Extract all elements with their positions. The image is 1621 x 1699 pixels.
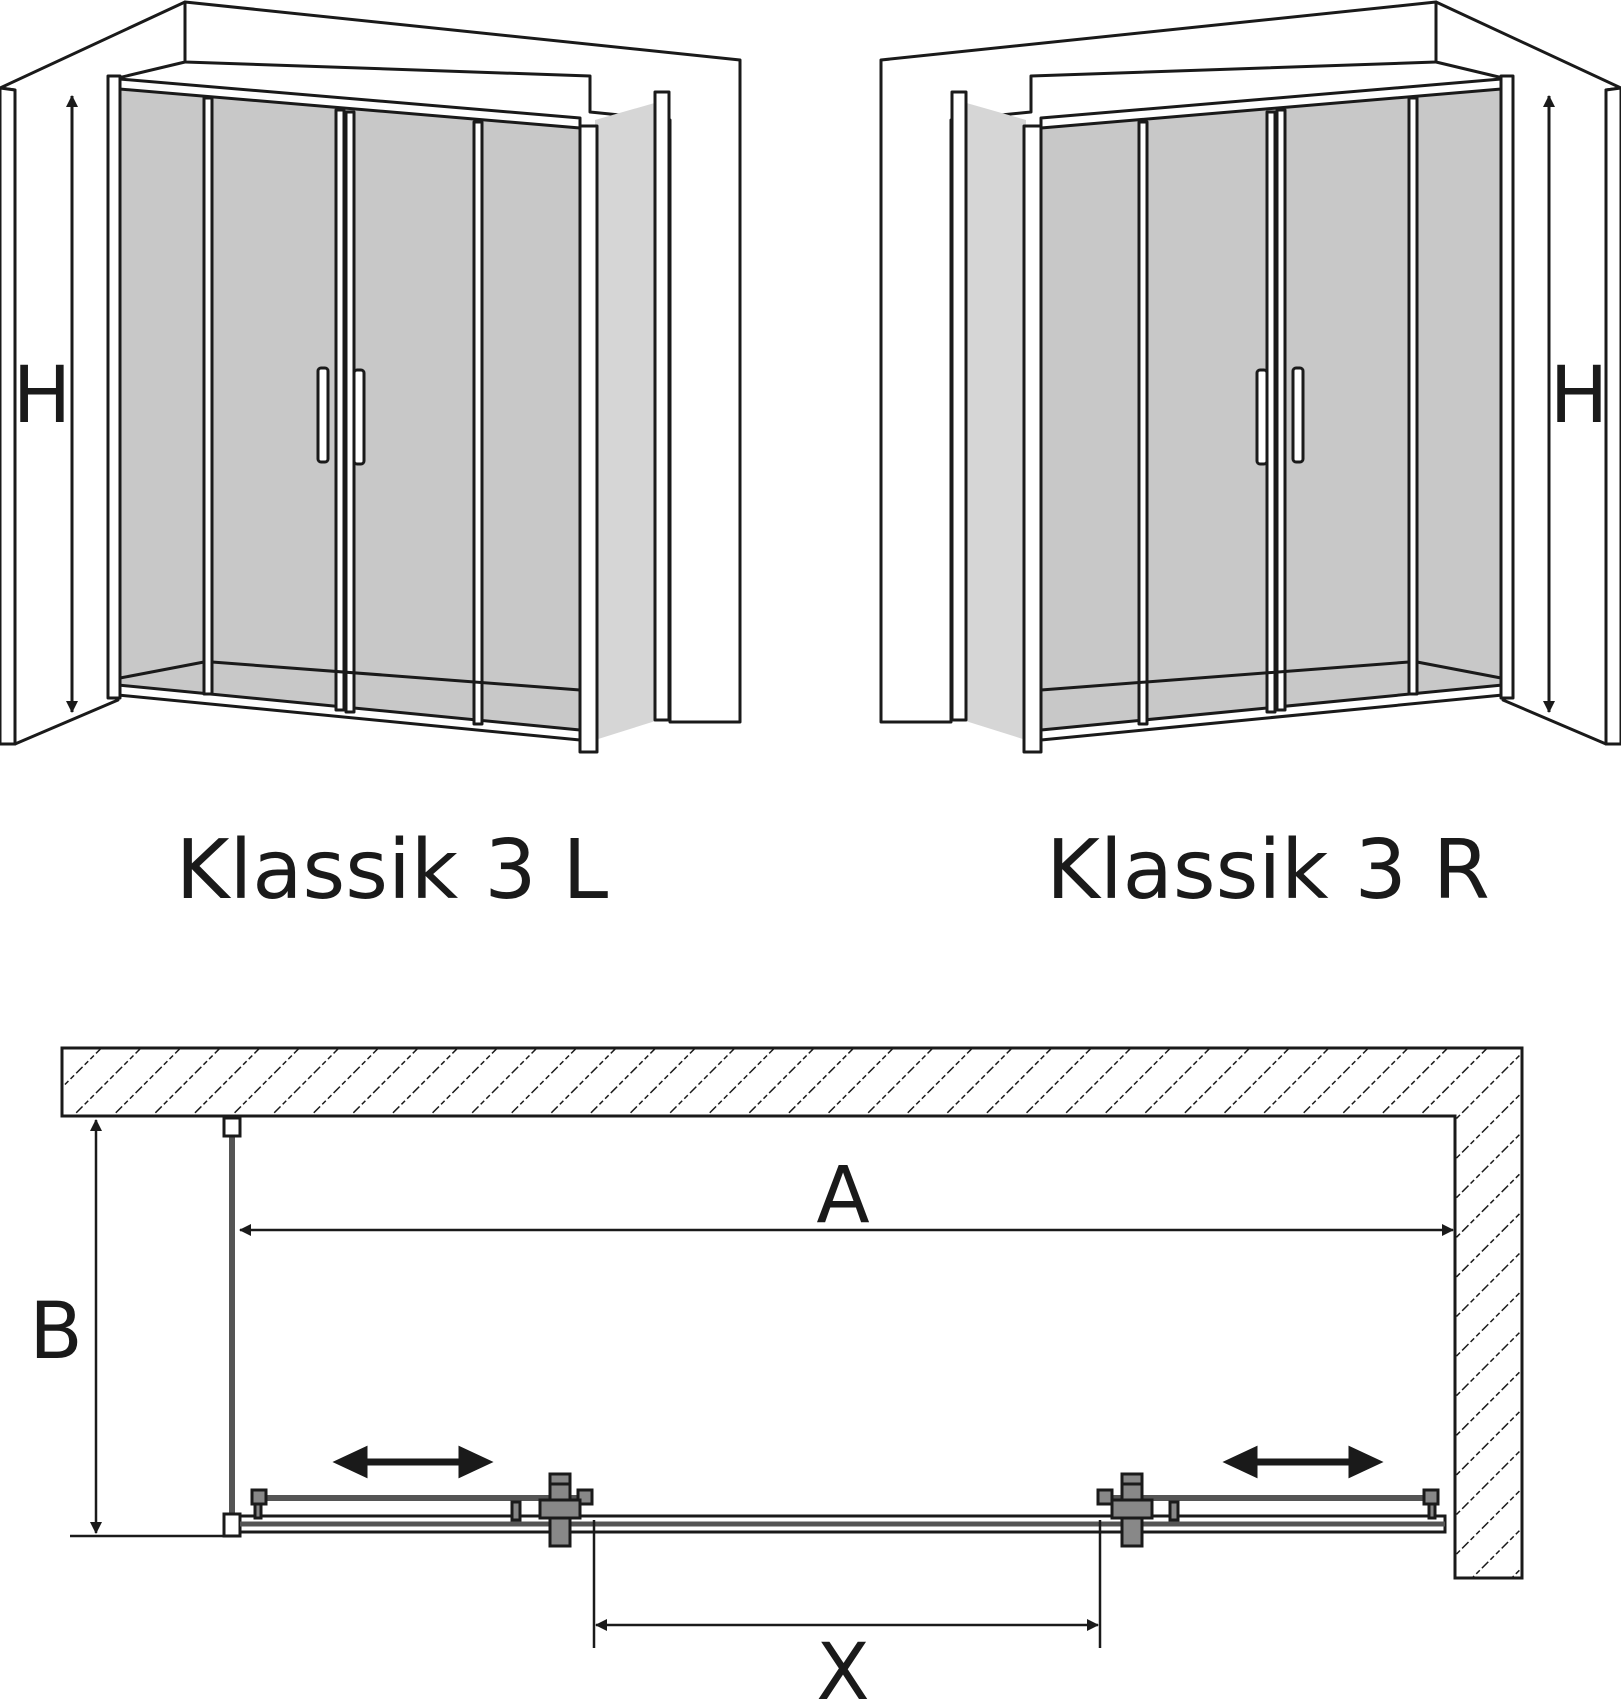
sliding-door-left bbox=[250, 1472, 594, 1548]
plan-wall bbox=[60, 1046, 1524, 1580]
frame-left-view bbox=[106, 74, 671, 754]
frame-right-view bbox=[950, 74, 1515, 754]
dimension-a-label: A bbox=[816, 1151, 869, 1241]
slide-arrow-right bbox=[1222, 1445, 1384, 1479]
floor-plan bbox=[60, 1046, 1524, 1648]
caption-right: Klassik 3 R bbox=[1046, 823, 1490, 918]
view-left bbox=[0, 0, 742, 754]
dimension-b-label: B bbox=[29, 1287, 83, 1377]
height-label-left: H bbox=[13, 351, 72, 441]
caption-left: Klassik 3 L bbox=[176, 823, 609, 918]
wall-right-view bbox=[879, 0, 1621, 746]
dimension-b bbox=[70, 1119, 240, 1538]
dimension-x bbox=[592, 1520, 1102, 1648]
view-right bbox=[879, 0, 1621, 754]
wall-profile-top bbox=[222, 1116, 242, 1138]
dimension-x-label: X bbox=[816, 1628, 869, 1699]
corner-profile bbox=[222, 1512, 242, 1538]
slide-arrow-left bbox=[332, 1445, 494, 1479]
sliding-door-right bbox=[1096, 1472, 1440, 1548]
height-label-right: H bbox=[1550, 351, 1609, 441]
